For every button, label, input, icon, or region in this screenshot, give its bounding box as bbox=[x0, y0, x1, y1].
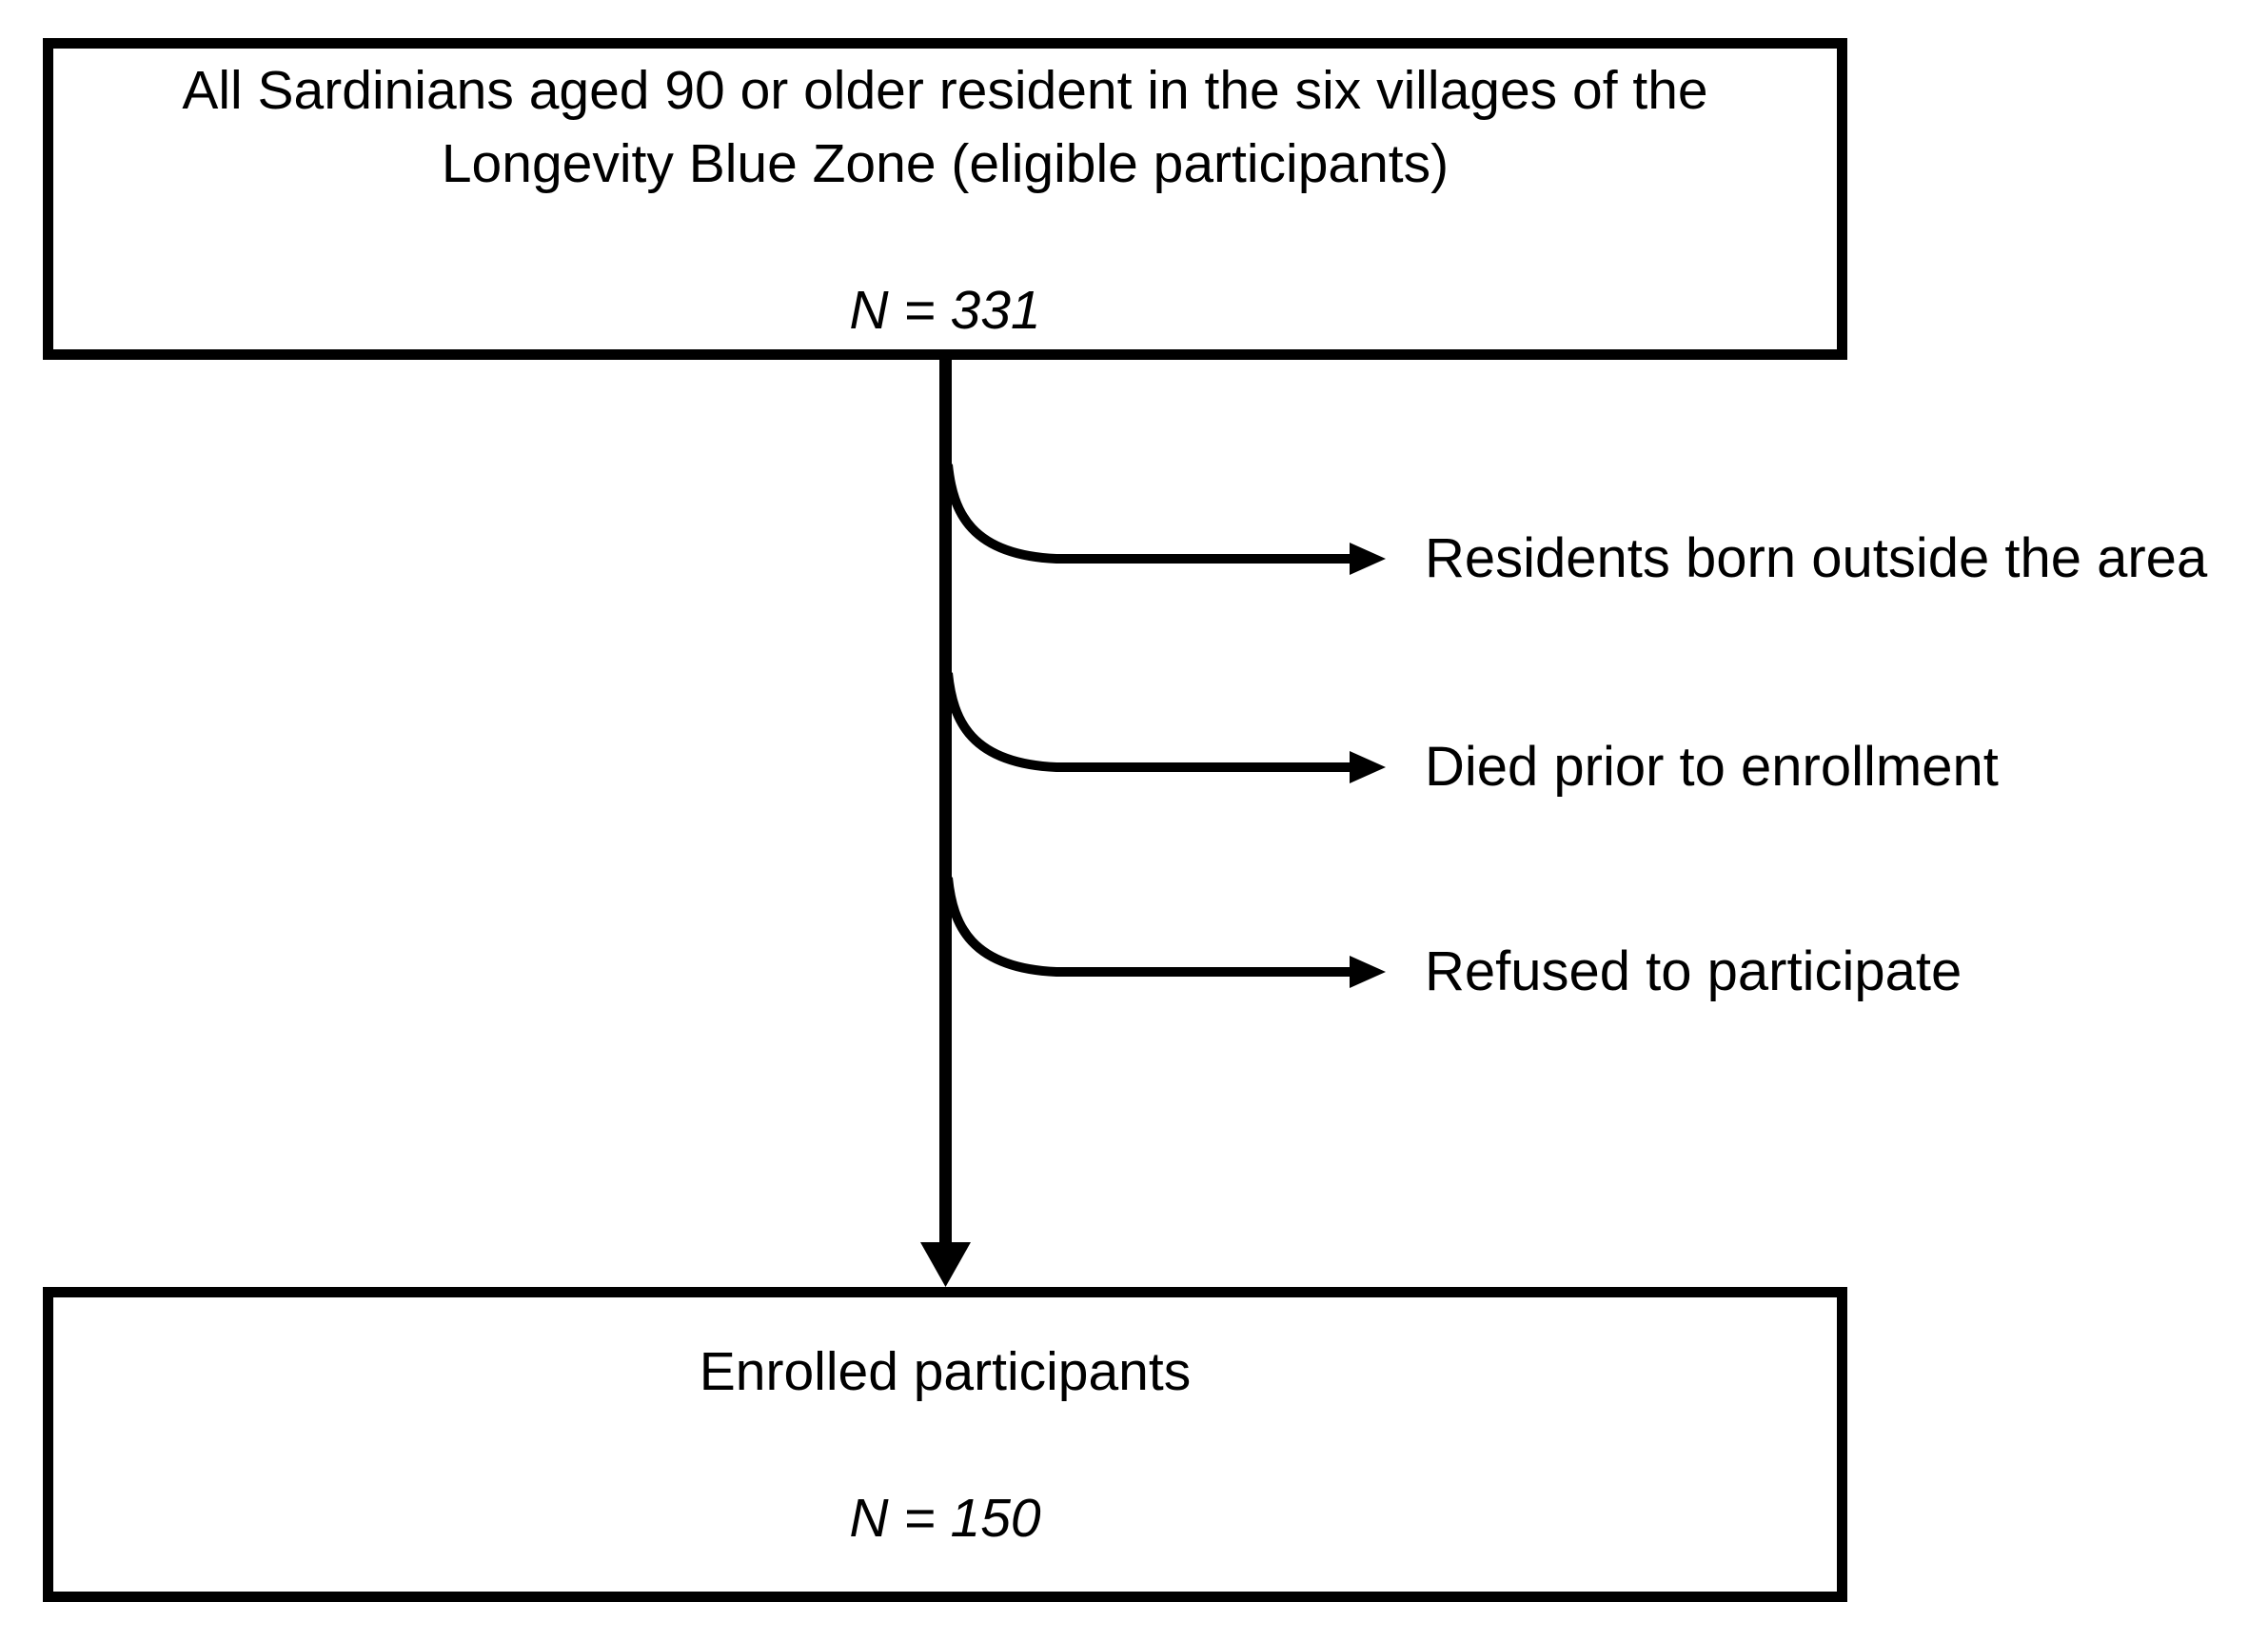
arrow-right-icon-2 bbox=[1350, 751, 1386, 783]
arrow-right-icon-3 bbox=[1350, 956, 1386, 988]
enrolled-count-label: N = 150 bbox=[849, 1488, 1041, 1549]
exclusion-label-refused: Refused to participate bbox=[1425, 940, 1962, 1002]
arrow-right-icon-1 bbox=[1350, 543, 1386, 575]
eligible-box-text-line2: Longevity Blue Zone (eligible participan… bbox=[441, 133, 1450, 194]
eligible-count-label: N = 331 bbox=[849, 280, 1041, 341]
branch-line-2 bbox=[943, 672, 1355, 772]
branch-line-1 bbox=[943, 464, 1355, 564]
spacer bbox=[53, 1409, 1837, 1482]
exclusion-label-died: Died prior to enrollment bbox=[1425, 736, 1999, 798]
eligible-box-text-line1: All Sardinians aged 90 or older resident… bbox=[182, 60, 1708, 121]
enrolled-box-title: Enrolled participants bbox=[699, 1341, 1192, 1402]
exclusion-label-born-outside: Residents born outside the area bbox=[1425, 527, 2208, 589]
arrow-down-icon bbox=[920, 1242, 971, 1287]
eligible-participants-box: All Sardinians aged 90 or older resident… bbox=[43, 38, 1847, 360]
branch-line-3 bbox=[943, 877, 1355, 977]
enrolled-participants-box: Enrolled participants N = 150 bbox=[43, 1287, 1847, 1602]
